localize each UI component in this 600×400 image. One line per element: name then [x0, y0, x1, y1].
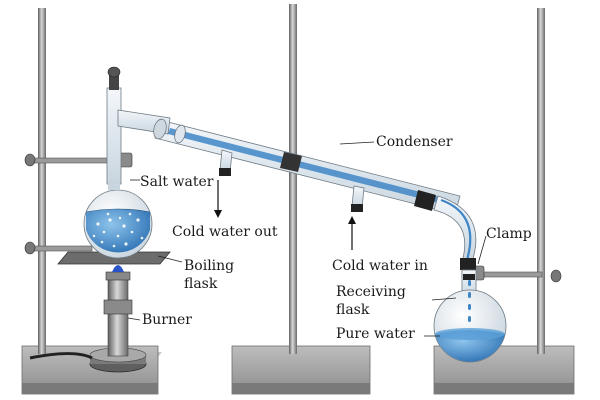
label-pure-water: Pure water [336, 326, 415, 342]
condenser [117, 109, 477, 270]
label-condenser: Condenser [376, 134, 453, 150]
clamp-arm-right [461, 265, 562, 283]
cold-water-out-arrow [214, 180, 222, 218]
label-salt-water: Salt water [140, 174, 214, 190]
label-burner: Burner [142, 312, 192, 328]
stand-rod-middle [289, 4, 297, 354]
label-cold-water-in: Cold water in [332, 258, 428, 274]
stand-rod-right [537, 8, 545, 354]
distillate-drops [468, 280, 471, 322]
label-boiling-flask: flask [184, 276, 218, 292]
burner [29, 271, 147, 373]
boiling-flask-leader [157, 255, 183, 263]
stand-base-right [433, 345, 575, 395]
burner-flame [112, 265, 124, 272]
stand-rod-left [38, 8, 46, 354]
receiving-flask [433, 269, 507, 363]
label-clamp: Clamp [486, 226, 532, 242]
condenser-leader [339, 141, 375, 145]
receiving-flask-leader [431, 297, 457, 301]
boiling-bubbles [92, 212, 144, 248]
clamp-leader [477, 235, 487, 265]
label-receiving-flask: flask [336, 302, 370, 318]
burner-leader [127, 317, 141, 321]
label-receiving: Receiving [336, 284, 406, 300]
cold-water-in-arrow [348, 216, 356, 250]
stand-base-middle [231, 345, 371, 395]
ring-clamp-lower-left [24, 241, 93, 255]
label-cold-water-out: Cold water out [172, 224, 278, 240]
label-boiling: Boiling [184, 258, 234, 274]
